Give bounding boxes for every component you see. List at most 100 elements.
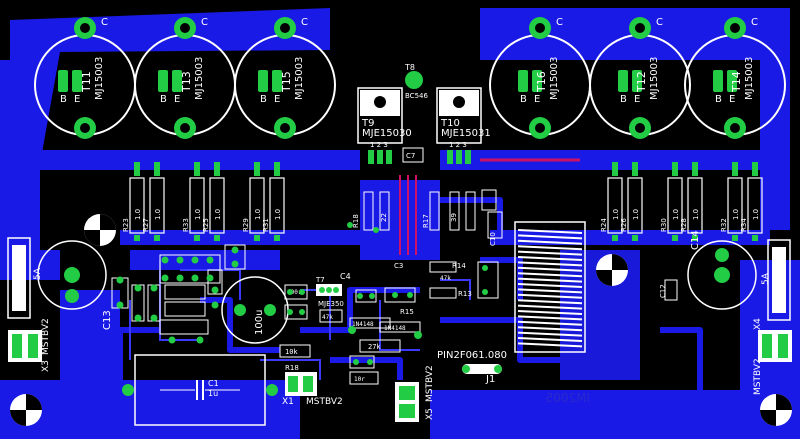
resistor-value: 1.0 [732,209,740,220]
resistor-ref: R25 [202,218,210,232]
inductor-winding [517,266,583,272]
inductor-winding [517,299,583,305]
transistor-ref: T16 [535,71,548,93]
diode1-part: 1N4148 [352,321,374,328]
c1-value: 1u [208,389,218,398]
r13-ref: R13 [458,290,472,298]
inductor-winding [517,283,583,288]
resistor-value: 1.0 [672,209,680,220]
resistor-value: 1.0 [612,209,620,220]
pin-b-label: B [160,94,167,105]
transistor-part: MJ15003 [294,57,305,100]
connector-x4[interactable]: X4 MSTBV2 [753,318,792,395]
cap-c14[interactable]: C14 [687,230,757,310]
resistor-value: 1.0 [752,209,760,220]
c14-ref: C14 [690,230,701,250]
thin-traces [129,260,471,380]
board-watermark: IM2005 [546,391,590,405]
inductor-winding [517,245,583,251]
transistor-t12[interactable]: C B E T12 MJ15003 [589,17,691,139]
output-inductor[interactable] [514,221,586,353]
input-stage [111,244,246,344]
resistor-ref: R31 [262,218,270,232]
emitter-resistor[interactable]: R24 1.0 [600,162,623,241]
mounting-hole-icon [84,214,116,246]
t8-ref: T8 [404,63,415,72]
x3-ref: X3 [41,360,51,372]
pin-e-label: E [74,94,80,105]
driver-t10[interactable]: T10 MJE15031 1 2 3 [436,87,491,164]
driver-ref: T10 [440,118,460,129]
inductor-winding [517,342,583,348]
c10-ref: C10 [489,232,497,246]
driver-part: MJE15030 [362,128,412,139]
c13-ref: C13 [102,310,113,330]
inductor-winding [517,320,583,326]
connector-x1[interactable]: X1 MSTBV2 [282,372,343,407]
resistor-value: 1.0 [274,209,282,220]
inductor-winding [517,272,583,278]
r17-ref: R17 [422,214,430,228]
right-power-transistors: C B E T16 MJ15003 C B E T12 MJ15003 C B [489,17,786,139]
connector-x5[interactable]: X5 MSTBV2 [395,365,435,422]
resistor-value: 1.0 [214,209,222,220]
cap-c13[interactable]: C13 [37,240,113,330]
x1-ref: X1 [282,397,294,407]
pin-e-label: E [534,94,540,105]
resistor-value: 1.0 [134,209,142,220]
pin-e-label: E [274,94,280,105]
driver-pins: 1 2 3 [449,141,467,149]
x3-part: MSTBV2 [41,318,51,355]
vas-stage: 100r 10k R18 T7 MJE350 47k C4 1N4148 1N4… [279,222,499,385]
pin-e-label: E [174,94,180,105]
cap-c1[interactable]: C1 1u [122,354,278,426]
transistor-ref: T12 [635,71,648,93]
transistor-t8[interactable]: T8 BC546 [404,63,428,100]
fuse-right-rating: 5A [761,272,771,285]
fuse-right[interactable]: 5A [761,239,791,321]
r47k-label: 47k [322,314,333,321]
transistor-ref: T13 [180,71,193,93]
pin-c-label: C [656,17,663,28]
connector-x3[interactable]: X3 MSTBV2 [8,318,51,372]
resistor-ref: R24 [600,218,608,232]
cap-100u[interactable]: 100u [221,276,289,344]
inductor-winding [517,261,583,267]
jumper-group [399,175,417,255]
inductor-winding [517,234,583,240]
inductor-winding [517,337,583,342]
transistor-t14[interactable]: C B E T14 MJ15003 [684,17,786,139]
pin-c-label: C [751,17,758,28]
driver-t9[interactable]: T9 MJE15030 1 2 3 [357,87,412,164]
r15-ref: R15 [400,308,414,316]
pin-b-label: B [260,94,267,105]
diode2-part: 1N4148 [384,325,406,332]
inductor-outline [514,221,586,353]
transistor-part: MJ15003 [94,57,105,100]
pin-b-label: B [60,94,67,105]
x5-part: MSTBV2 [425,365,435,402]
transistor-t15[interactable]: C B E T15 MJ15003 [234,17,336,139]
pot-j1[interactable]: PIN2F061.080 J1 [437,350,507,385]
inductor-winding [517,310,583,315]
inductor-winding [517,250,583,256]
cap-c7[interactable]: C7 [402,147,424,163]
inductor-winding [517,229,583,234]
emitter-resistor[interactable]: R25 1.0 [202,162,225,241]
cap-100u-value: 100u [254,310,265,335]
t8-part: BC546 [405,92,428,100]
cap-c12[interactable]: C12 [659,279,678,301]
transistor-ref: T14 [730,71,743,93]
center-resistors: R18 22 R17 39 C10 [352,189,503,246]
emitter-resistor[interactable]: R31 1.0 [262,162,285,241]
